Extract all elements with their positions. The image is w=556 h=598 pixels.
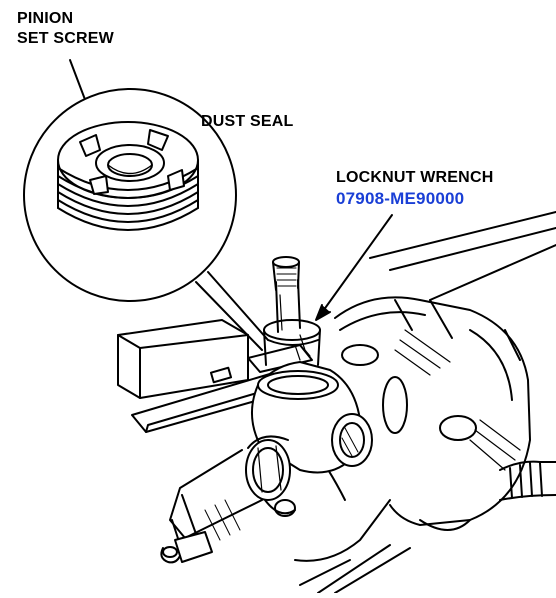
bench-vise	[294, 211, 556, 594]
pinion-set-screw-label-line1: PINION	[17, 10, 74, 27]
magnified-detail	[23, 88, 237, 302]
dust-seal-label: DUST SEAL	[201, 113, 294, 130]
pinion-set-screw-label-line2: SET SCREW	[17, 30, 114, 47]
gearbox-housing	[160, 256, 373, 564]
wrench-part-number: 07908-ME90000	[336, 189, 465, 208]
locknut-wrench-label: LOCKNUT WRENCH	[336, 169, 494, 186]
